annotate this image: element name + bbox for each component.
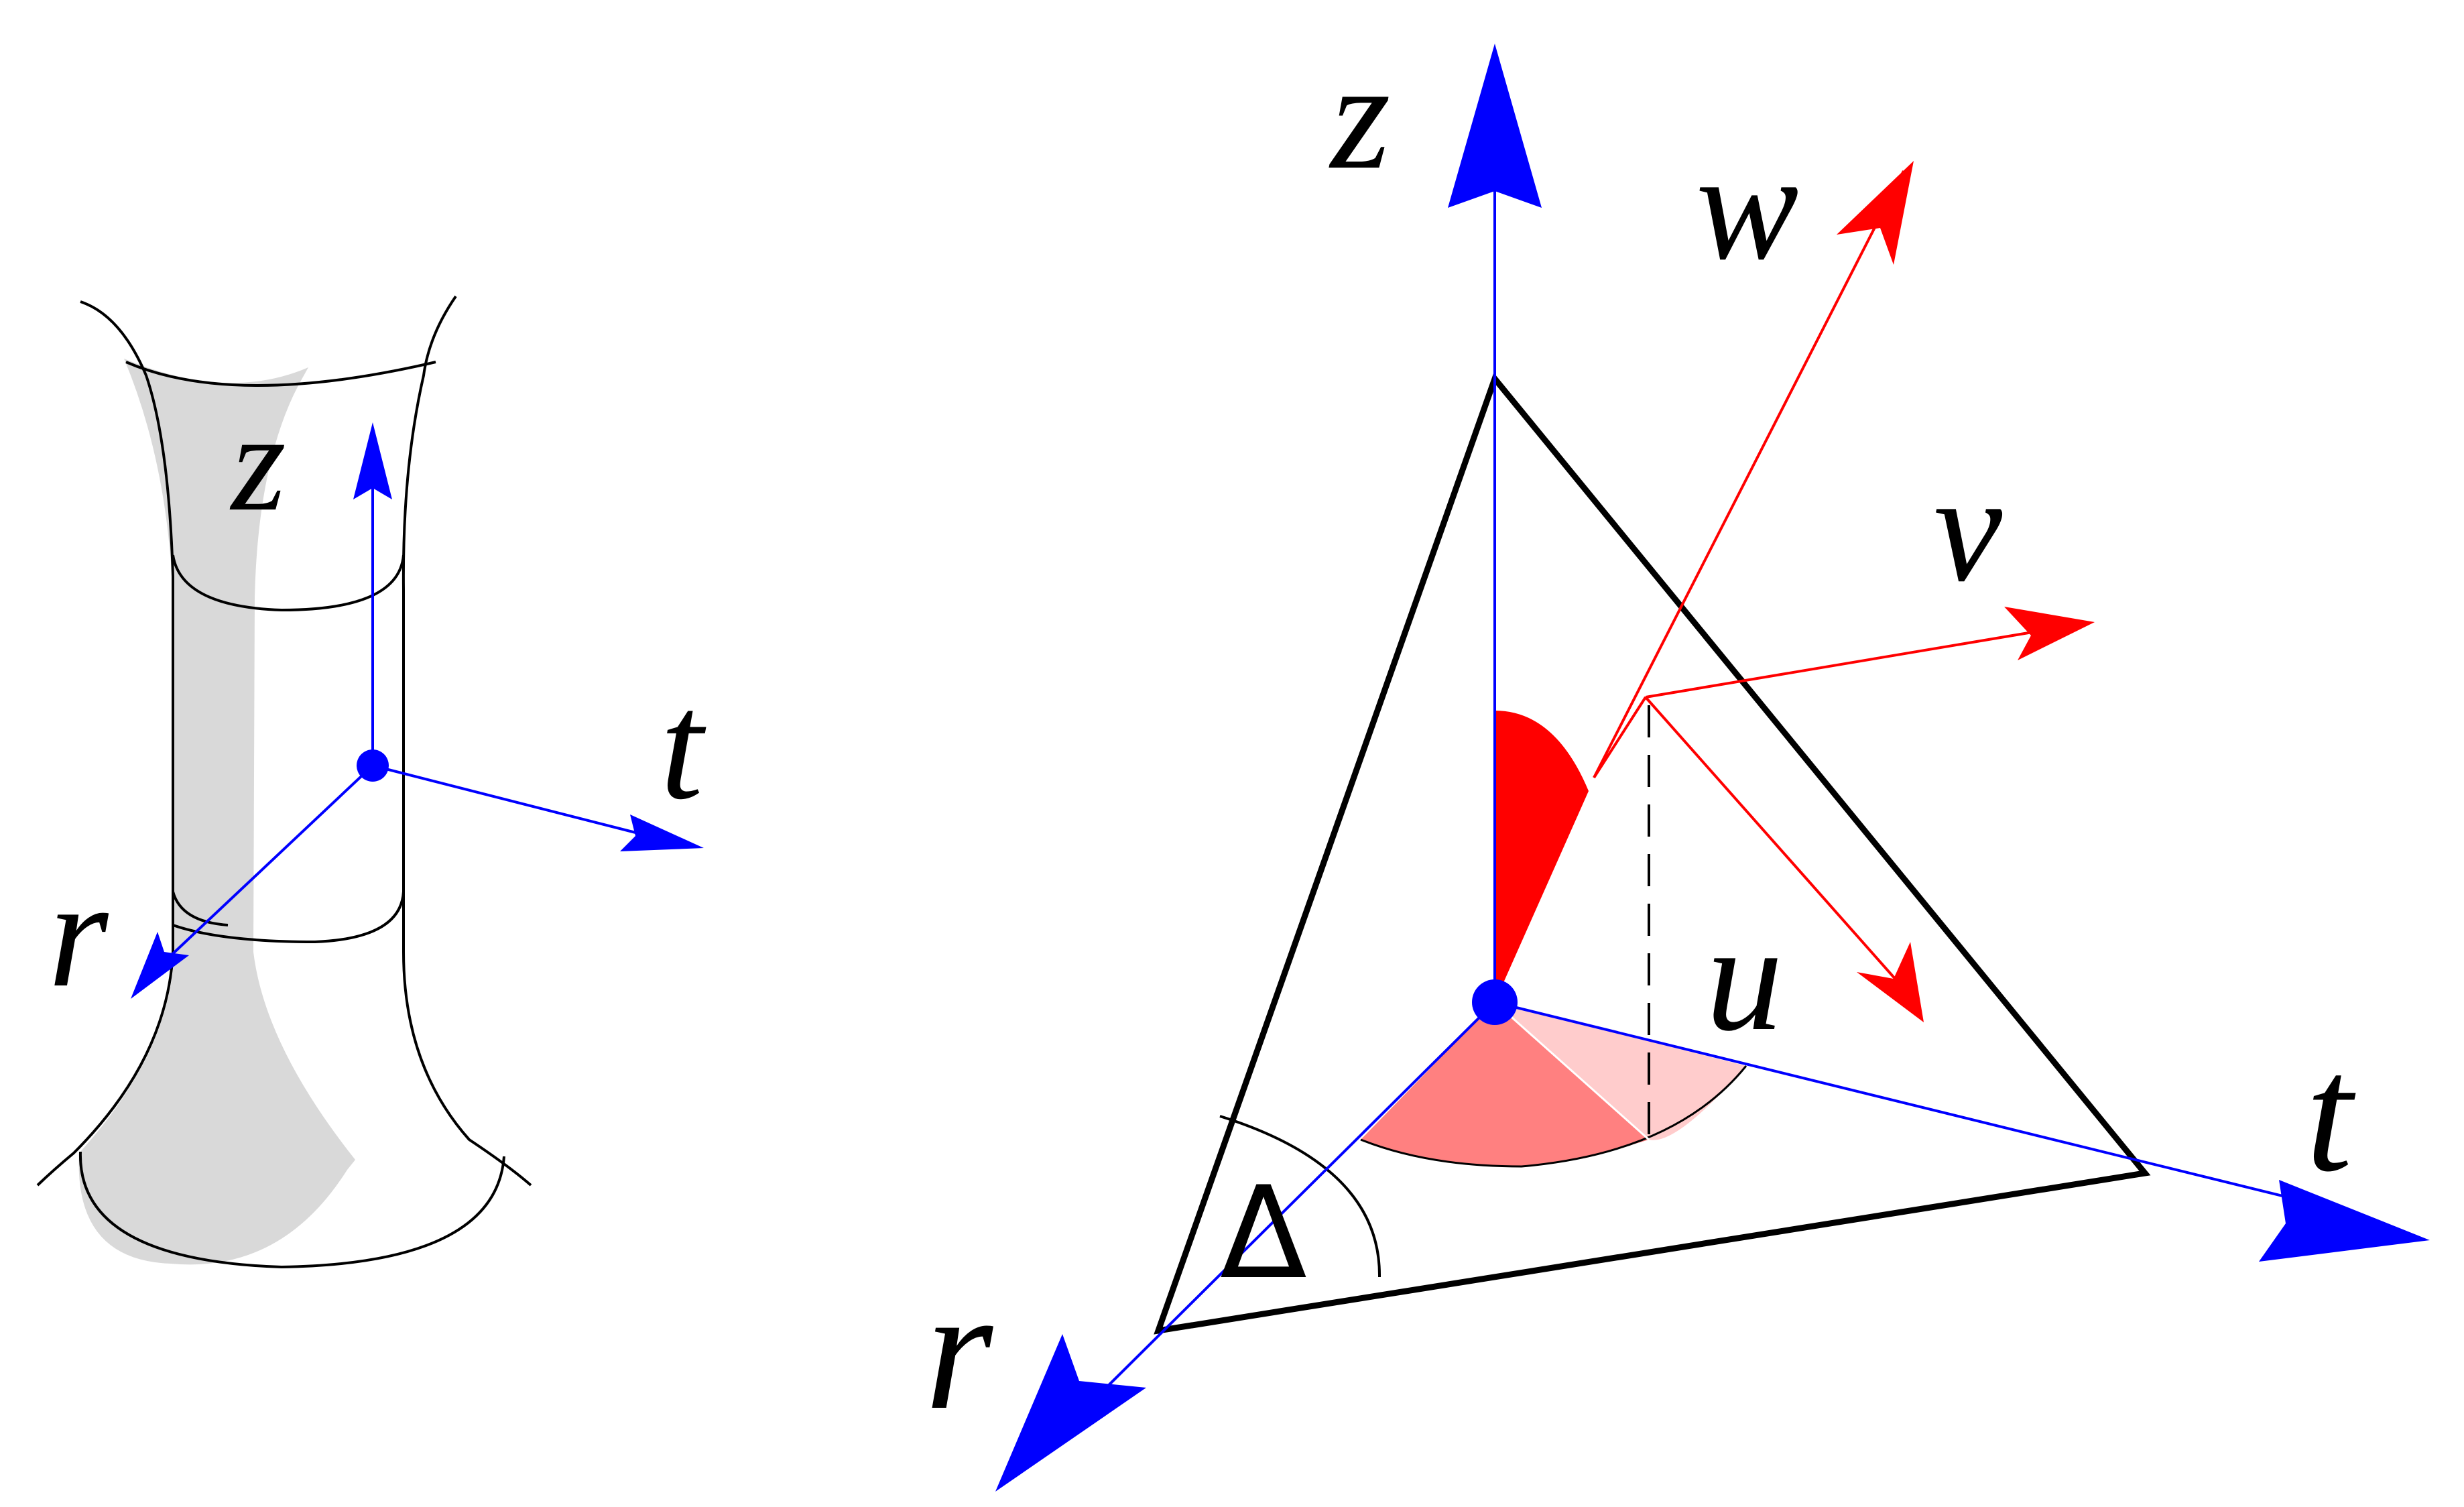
right-t-axis (1494, 1001, 2313, 1205)
left-r-label: r (48, 848, 109, 1019)
left-t-label: t (660, 660, 706, 831)
delta-corner-arc (1219, 1115, 1381, 1278)
w-vector (1593, 170, 1905, 778)
surface-right-edge (402, 295, 532, 1187)
right-r-arrowhead (995, 1334, 1146, 1492)
right-t-label: t (2306, 1021, 2356, 1207)
surface-lower-band-top (172, 891, 229, 926)
azimuth-arc (1360, 1065, 1747, 1168)
right-r-axis (1085, 1001, 1496, 1409)
surface-lower-band-right (172, 891, 405, 944)
left-figure: z t r (36, 295, 706, 1269)
left-r-axis (166, 764, 374, 960)
polar-angle-sector (1495, 711, 1589, 1002)
left-r-arrowhead (131, 932, 189, 999)
left-origin-point (357, 749, 389, 782)
azimuth-sector-light (1495, 1002, 1746, 1140)
right-figure: z t r w v u Δ (925, 30, 2430, 1492)
right-r-label: r (925, 1253, 996, 1446)
right-origin-point (1472, 979, 1518, 1025)
coordinate-triangle (1154, 372, 2151, 1335)
u-vector (1644, 696, 1908, 993)
u-arrowhead (1857, 942, 1924, 1022)
azimuth-sector-mid (1361, 1002, 1649, 1166)
azimuth-sector-divider (1494, 1001, 1650, 1141)
u-label: u (1706, 892, 1783, 1063)
right-t-arrowhead (2259, 1180, 2430, 1262)
right-z-arrowhead (1448, 44, 1542, 208)
surface-left-edge (36, 300, 174, 1187)
frame-origin-link (1593, 696, 1647, 779)
left-t-axis (372, 764, 644, 836)
surface-top-rim (125, 361, 436, 387)
left-z-label: z (229, 385, 286, 540)
v-vector (1645, 629, 2045, 699)
v-arrowhead (2004, 607, 2095, 660)
surface-body (78, 359, 355, 1265)
delta-label: Δ (1220, 1159, 1307, 1307)
w-arrowhead (1837, 161, 1914, 265)
surface-upper-band (172, 554, 405, 612)
left-z-arrowhead (353, 422, 392, 499)
v-label: v (1934, 442, 2003, 613)
right-z-label: z (1329, 30, 1391, 201)
left-t-arrowhead (620, 815, 704, 851)
w-label: w (1696, 121, 1798, 292)
surface-bottom-rim (78, 1151, 505, 1269)
